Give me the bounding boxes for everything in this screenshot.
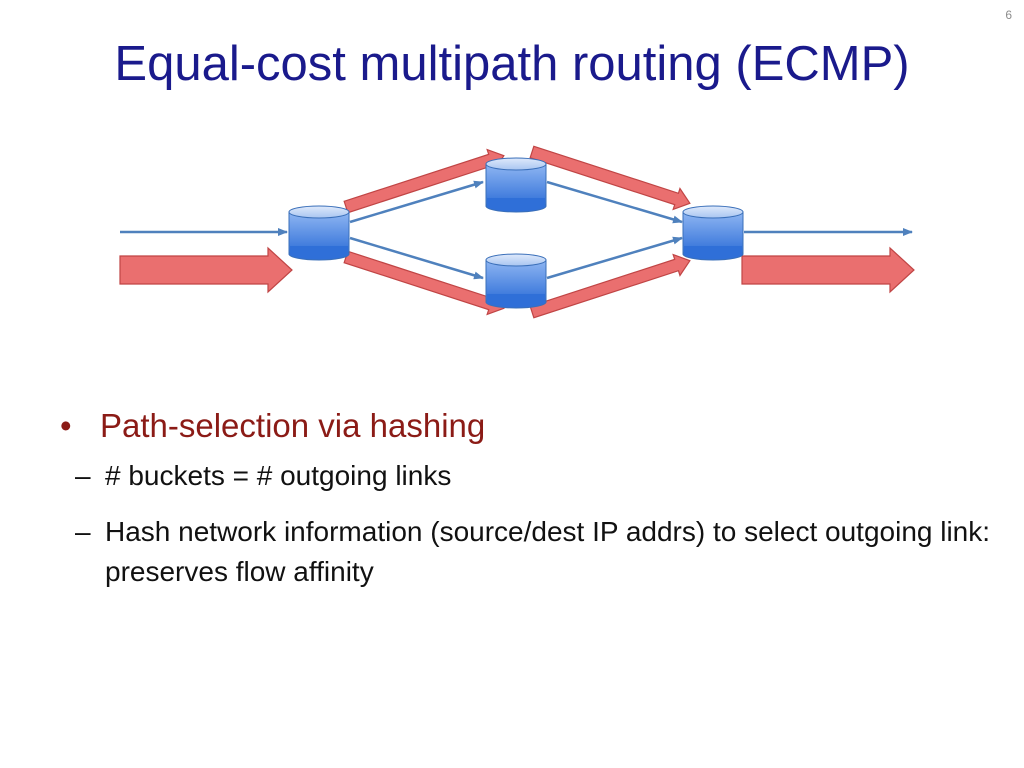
sub-bullet-marker: – bbox=[75, 516, 91, 547]
bullet-text: Path-selection via hashing bbox=[100, 407, 486, 444]
ecmp-diagram bbox=[119, 145, 915, 319]
link-r1-r3 bbox=[349, 236, 484, 280]
link-r2-r4 bbox=[546, 180, 683, 224]
link-r1-r2 bbox=[349, 180, 484, 224]
flow-arrow-up-2 bbox=[529, 145, 691, 211]
sub-bullet-marker: – bbox=[75, 460, 91, 491]
sub-bullet-item: – Hash network information (source/dest … bbox=[75, 512, 1000, 592]
flow-arrows bbox=[119, 145, 915, 319]
sub-bullet-list: – # buckets = # outgoing links – Hash ne… bbox=[75, 456, 1000, 592]
bullet-item: • Path-selection via hashing – # buckets… bbox=[60, 404, 1000, 592]
blue-links bbox=[120, 180, 913, 280]
router-3 bbox=[485, 253, 547, 309]
flow-arrow-input bbox=[119, 246, 293, 294]
sub-bullet-text: Hash network information (source/dest IP… bbox=[105, 516, 991, 587]
router-1 bbox=[288, 205, 350, 261]
flow-arrow-down-2 bbox=[529, 253, 691, 319]
link-r3-r4 bbox=[546, 236, 683, 280]
bullet-list: • Path-selection via hashing – # buckets… bbox=[60, 404, 1000, 608]
bullet-marker: • bbox=[60, 407, 72, 444]
slide-title: Equal-cost multipath routing (ECMP) bbox=[114, 37, 910, 91]
sub-bullet-item: – # buckets = # outgoing links bbox=[75, 456, 1000, 496]
flow-arrow-down-1 bbox=[343, 250, 505, 316]
router-2 bbox=[485, 157, 547, 213]
slide-number: 6 bbox=[1005, 8, 1012, 22]
flow-arrow-output bbox=[741, 246, 915, 294]
router-4 bbox=[682, 205, 744, 261]
sub-bullet-text: # buckets = # outgoing links bbox=[105, 460, 452, 491]
